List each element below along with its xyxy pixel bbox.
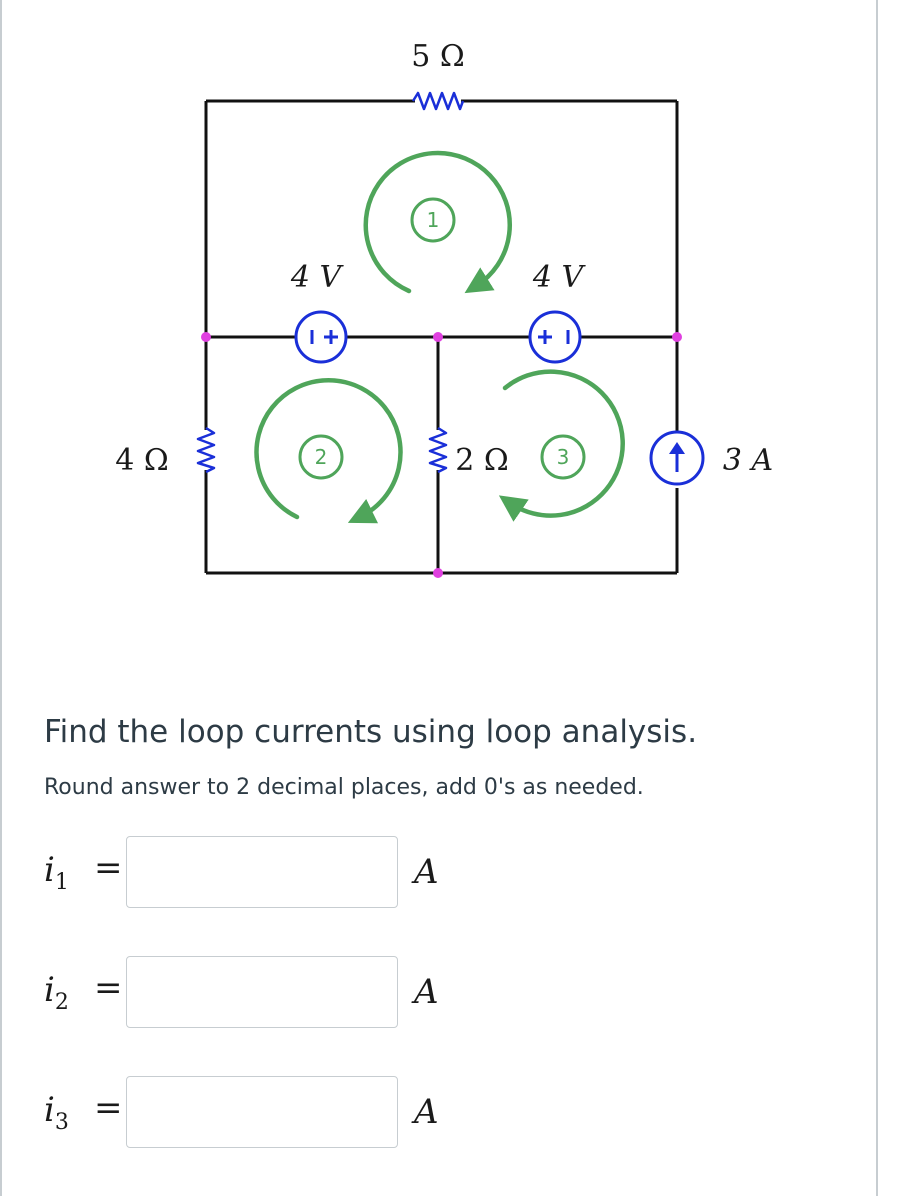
voltage-source-right-label: 4 V <box>532 260 587 295</box>
answer-i2-subscript: 2 <box>54 989 69 1015</box>
answer-i2-var: i <box>44 970 55 1010</box>
voltage-source-left <box>294 310 348 364</box>
answer-i2-unit: A <box>414 972 439 1012</box>
resistor-4ohm-zigzag <box>196 426 216 474</box>
answer-i2-input[interactable] <box>126 956 398 1028</box>
answer-i2-equals: = <box>94 968 123 1008</box>
voltage-source-right <box>528 310 582 364</box>
answer-i3-label: i3 <box>44 1090 69 1135</box>
resistor-2ohm-label: 2 Ω <box>455 443 509 478</box>
loop-2-badge: 2 <box>298 434 344 480</box>
resistor-5ohm-label: 5 Ω <box>411 39 465 74</box>
question-instruction: Round answer to 2 decimal places, add 0'… <box>44 775 644 800</box>
answer-i1-label: i1 <box>44 850 69 895</box>
loop-3-number: 3 <box>557 445 570 469</box>
answer-i1-equals: = <box>94 848 123 888</box>
node-bottom <box>433 568 443 578</box>
answer-row-i3: i3 = A <box>0 1076 600 1152</box>
answer-i3-input[interactable] <box>126 1076 398 1148</box>
answer-i1-var: i <box>44 850 55 890</box>
resistor-2ohm-zigzag <box>428 426 448 474</box>
loop-2-number: 2 <box>315 445 328 469</box>
answer-i2-label: i2 <box>44 970 69 1015</box>
voltage-source-left-circle <box>294 310 348 364</box>
loop-1-badge-circle <box>410 197 456 243</box>
loop-1-number: 1 <box>427 208 440 232</box>
voltage-source-right-circle <box>528 310 582 364</box>
node-right <box>672 332 682 342</box>
answer-i3-unit: A <box>414 1092 439 1132</box>
page-border-left <box>0 0 2 1196</box>
answer-i3-var: i <box>44 1090 55 1130</box>
loop-2-arrow <box>254 378 403 524</box>
resistor-5ohm-zigzag <box>411 91 465 111</box>
node-left <box>201 332 211 342</box>
loop-3-badge: 3 <box>540 434 586 480</box>
loop-2-badge-circle <box>298 434 344 480</box>
resistor-4ohm-label: 4 Ω <box>115 443 169 478</box>
answer-row-i1: i1 = A <box>0 836 600 912</box>
node-center <box>433 332 443 342</box>
answer-i3-equals: = <box>94 1088 123 1128</box>
current-source-arrow-head <box>669 442 685 454</box>
answer-i1-subscript: 1 <box>54 869 69 895</box>
voltage-source-left-label: 4 V <box>290 260 345 295</box>
loop-3-arrow <box>498 369 625 522</box>
page-border-right <box>876 0 878 1196</box>
circuit-nodes <box>201 332 682 578</box>
answer-i1-input[interactable] <box>126 836 398 908</box>
current-source-label: 3 A <box>723 443 773 478</box>
loop-3-badge-circle <box>540 434 586 480</box>
question-title: Find the loop currents using loop analys… <box>44 714 698 750</box>
answer-i3-subscript: 3 <box>54 1109 69 1135</box>
answer-row-i2: i2 = A <box>0 956 600 1032</box>
circuit-diagram: 1 2 3 5 Ω 4 Ω 2 Ω 4 V 4 V 3 A <box>115 39 773 578</box>
answer-i1-unit: A <box>414 852 439 892</box>
loop-1-badge: 1 <box>410 197 456 243</box>
circuit-wires <box>204 99 679 575</box>
loop-1-arrow <box>363 150 512 294</box>
current-source-3a <box>649 430 705 486</box>
